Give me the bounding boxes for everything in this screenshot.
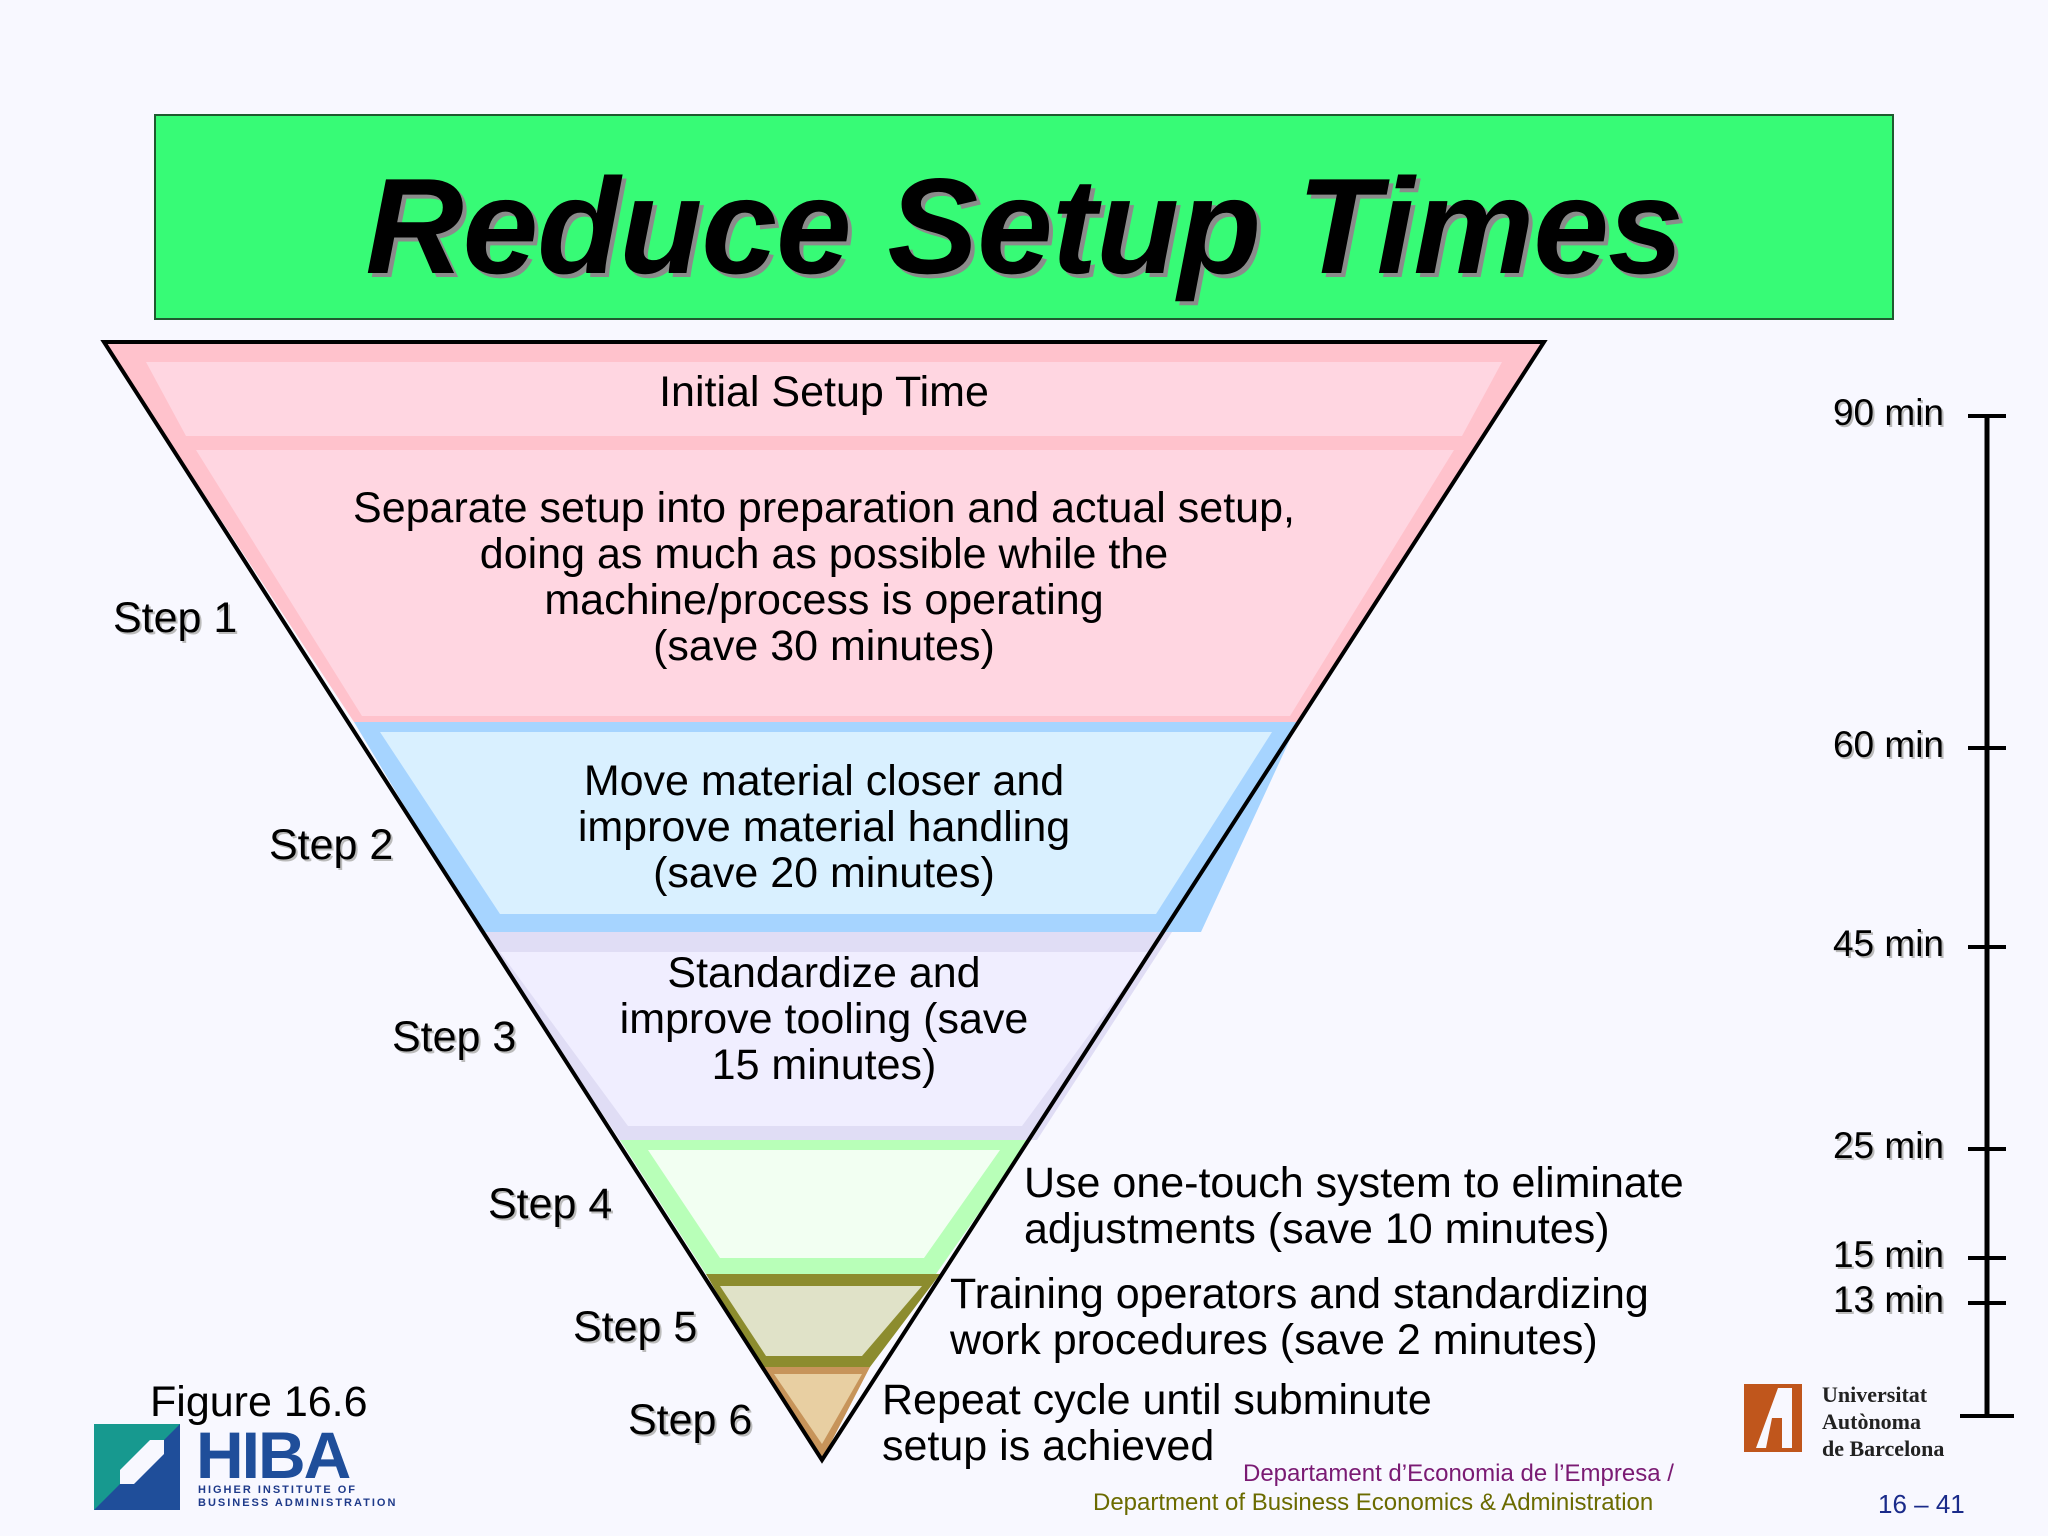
layer-initial-inner (146, 362, 1502, 436)
scale-label-45: 45 min (1832, 923, 1944, 964)
layer-step5-text: Training operators and standardizing wor… (950, 1270, 1649, 1364)
layer-step4-inner (648, 1150, 1000, 1258)
footer-dept-catalan: Departament d’Economia de l’Empresa / (1243, 1460, 1674, 1487)
layer-step5-inner (720, 1286, 922, 1356)
scale-label-15: 15 min (1832, 1234, 1944, 1275)
layer-step4-text: Use one-touch system to eliminate adjust… (1024, 1159, 1684, 1253)
layer-step3-inner (500, 952, 1150, 1126)
layer-step1-inner (196, 450, 1454, 716)
layer-step2-inner (380, 732, 1272, 914)
step-6-label: Step 6 (628, 1396, 753, 1444)
step-5-label: Step 5 (573, 1303, 698, 1351)
hiba-subtitle: HIGHER INSTITUTE OF BUSINESS ADMINISTRAT… (198, 1484, 398, 1509)
scale-label-25: 25 min (1832, 1125, 1944, 1166)
uab-logo-icon (1744, 1384, 1802, 1452)
uab-wordmark: Universitat Autònoma de Barcelona (1822, 1382, 1945, 1461)
funnel-outline (100, 340, 1548, 1464)
scale-label-90: 90 min (1832, 392, 1944, 433)
step-1-label: Step 1 (113, 594, 238, 642)
step-3-label: Step 3 (392, 1013, 517, 1061)
layer-step6-text: Repeat cycle until subminute setup is ac… (882, 1376, 1432, 1470)
hiba-wordmark: HIBA (196, 1418, 350, 1492)
layer-step3-text: Standardize and improve tooling (save 15… (619, 949, 1029, 1089)
scale-label-60: 60 min (1832, 724, 1944, 765)
step-2-label: Step 2 (269, 821, 394, 869)
layer-step1-text: Separate setup into preparation and actu… (353, 484, 1295, 670)
page-title: Reduce Setup Times (365, 150, 1683, 302)
page-number: 16 – 41 (1878, 1489, 1965, 1519)
step-4-label: Step 4 (488, 1180, 613, 1228)
layer-step6-inner (774, 1374, 862, 1444)
footer-dept-english: Department of Business Economics & Admin… (1093, 1489, 1654, 1516)
figure-label: Figure 16.6 (150, 1378, 368, 1426)
hiba-logo-icon (94, 1424, 180, 1510)
layer-step2-text: Move material closer and improve materia… (577, 757, 1071, 897)
layer-initial-text: Initial Setup Time (659, 368, 989, 416)
scale-label-13: 13 min (1832, 1279, 1944, 1320)
title-banner: Reduce Setup Times (154, 114, 1894, 320)
